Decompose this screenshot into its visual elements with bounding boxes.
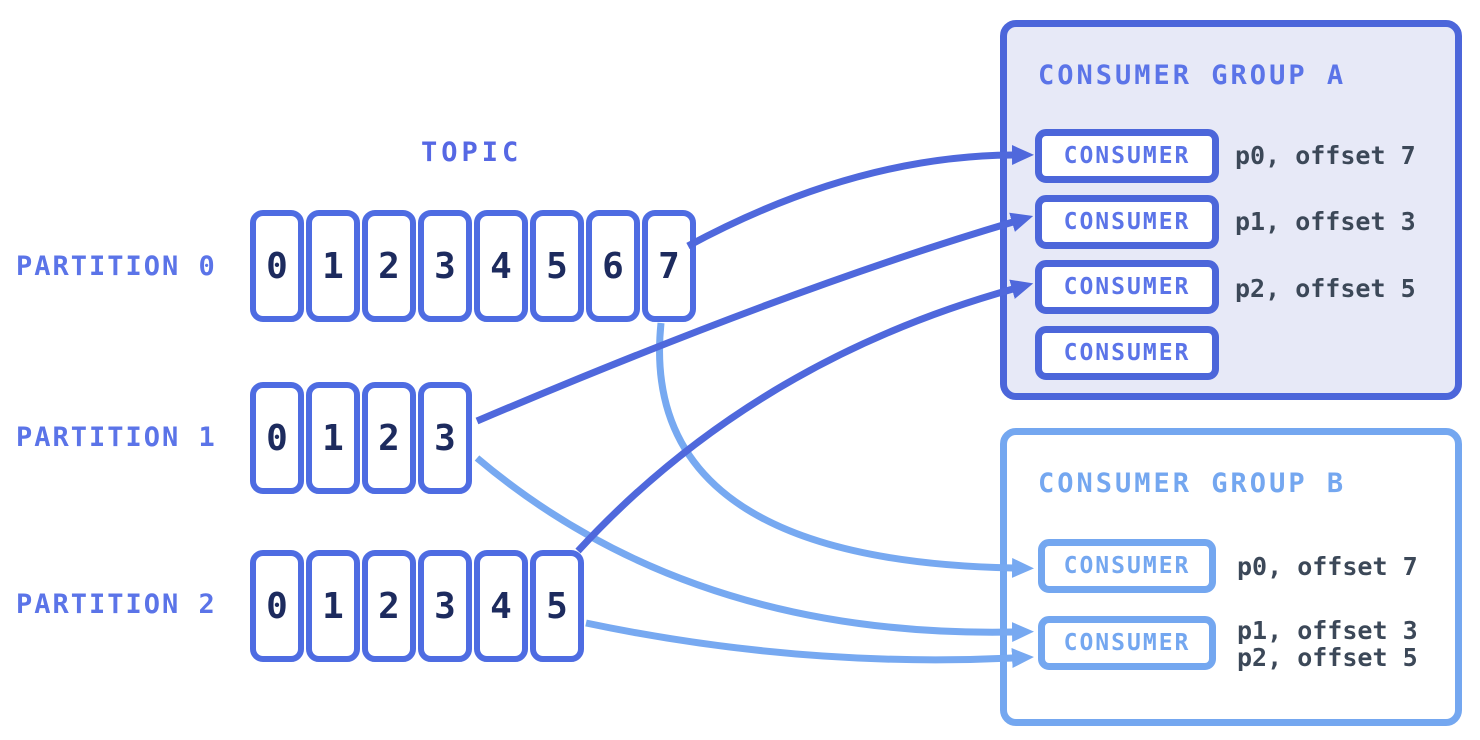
groupB-consumer-2: CONSUMER <box>1038 616 1216 670</box>
arrow-p2-to-groupA-consumer3 <box>575 279 1034 554</box>
partition-2-cell: 3 <box>418 550 472 662</box>
groupA-consumer-1: CONSUMER <box>1035 129 1219 183</box>
partition-2-cell: 5 <box>530 550 584 662</box>
partition-1-row: 0 1 2 3 <box>250 382 472 494</box>
partition-2-cell: 0 <box>250 550 304 662</box>
partition-2-cell: 2 <box>362 550 416 662</box>
arrow-p0-to-groupB-consumer1 <box>656 322 1034 578</box>
partition-1-cell: 0 <box>250 382 304 494</box>
groupA-consumer-3-offset: p2, offset 5 <box>1235 274 1416 303</box>
groupB-consumer-2-offset-line1: p1, offset 3 <box>1237 616 1418 645</box>
partition-1-cell: 1 <box>306 382 360 494</box>
groupA-consumer-2: CONSUMER <box>1035 195 1219 249</box>
consumer-group-b-title: CONSUMER GROUP B <box>1038 468 1347 499</box>
groupB-consumer-2-offset-line2: p2, offset 5 <box>1237 643 1418 672</box>
partition-1-cell: 3 <box>418 382 472 494</box>
partition-2-cell: 1 <box>306 550 360 662</box>
partition-0-label: PARTITION 0 <box>16 251 217 282</box>
partition-0-cell: 7 <box>642 210 696 322</box>
partition-1-label: PARTITION 1 <box>16 422 217 453</box>
groupB-consumer-1: CONSUMER <box>1038 539 1216 593</box>
partition-0-cell: 6 <box>586 210 640 322</box>
partition-2-cell: 4 <box>474 550 528 662</box>
groupA-consumer-2-offset: p1, offset 3 <box>1235 207 1416 236</box>
partition-2-label: PARTITION 2 <box>16 589 217 620</box>
consumer-group-a: CONSUMER GROUP A CONSUMER p0, offset 7 C… <box>1000 20 1462 400</box>
arrow-p0-to-groupA-consumer1 <box>686 145 1034 250</box>
groupA-consumer-3: CONSUMER <box>1035 260 1219 314</box>
partition-0-row: 0 1 2 3 4 5 6 7 <box>250 210 696 322</box>
arrow-p2-to-groupB-consumer2 <box>585 619 1034 669</box>
partition-0-cell: 4 <box>474 210 528 322</box>
consumer-group-b: CONSUMER GROUP B CONSUMER p0, offset 7 C… <box>1000 428 1462 726</box>
groupA-consumer-1-offset: p0, offset 7 <box>1235 141 1416 170</box>
groupA-consumer-4: CONSUMER <box>1035 326 1219 380</box>
topic-label: TOPIC <box>421 137 523 168</box>
partition-0-cell: 2 <box>362 210 416 322</box>
partition-0-cell: 1 <box>306 210 360 322</box>
partition-0-cell: 3 <box>418 210 472 322</box>
partition-0-cell: 5 <box>530 210 584 322</box>
groupB-consumer-1-offset: p0, offset 7 <box>1237 552 1418 581</box>
partition-1-cell: 2 <box>362 382 416 494</box>
consumer-group-a-title: CONSUMER GROUP A <box>1038 60 1347 91</box>
partition-2-row: 0 1 2 3 4 5 <box>250 550 584 662</box>
partition-0-cell: 0 <box>250 210 304 322</box>
